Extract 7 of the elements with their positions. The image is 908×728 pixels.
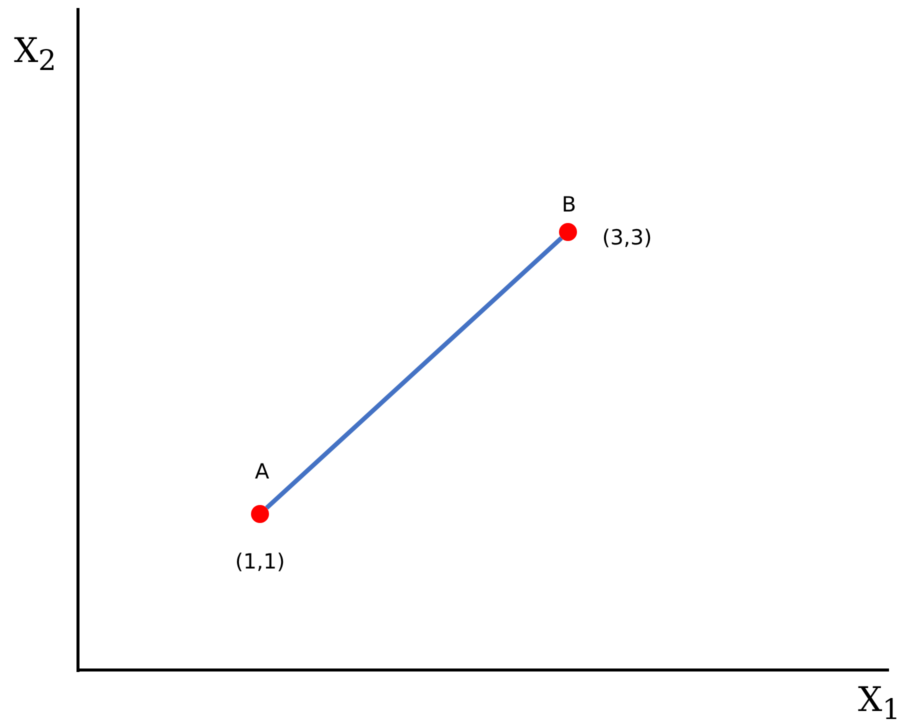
- axis-label: X$_{1}$: [858, 683, 900, 724]
- coordinate-label: (3,3): [602, 228, 652, 248]
- point-label: B: [562, 194, 576, 216]
- point-label: A: [254, 462, 270, 482]
- coordinate-label: (1,1): [235, 552, 285, 572]
- line-segment: [265, 236, 563, 510]
- axis-label: X$_{2}$: [14, 34, 56, 76]
